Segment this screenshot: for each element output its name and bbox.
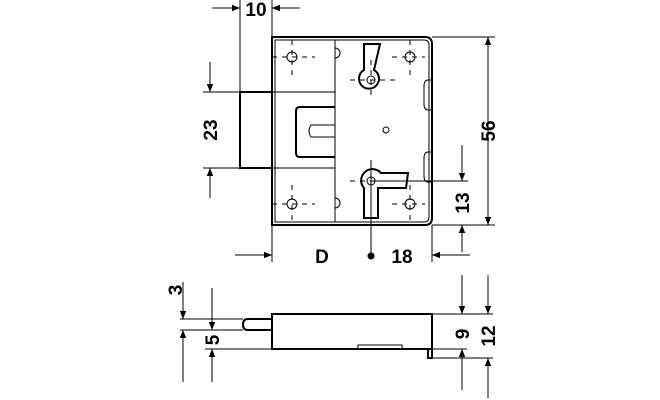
lock-plate [271,36,433,226]
bolt-side [241,318,272,331]
dim-bolt-thickness: 5 [203,334,224,345]
dim-bolt-width: 10 [245,0,266,21]
dim-body-thickness: 9 [453,329,474,340]
screw-holes [272,40,425,222]
dim-bolt-offset: 3 [166,285,187,296]
dim-key-offset: 13 [453,192,474,213]
dim-bolt-height: 23 [201,119,222,140]
bolt [239,91,273,169]
top-view: 10 23 56 13 D 18 [201,0,500,268]
lock-body-side [271,313,433,350]
keyhole-bottom [350,168,410,219]
bolt-slot [295,106,335,158]
key-center-dot [367,252,375,260]
dim-right-offset: 18 [391,247,412,268]
dim-total-thickness: 12 [479,325,500,346]
dim-total-height: 56 [479,120,500,141]
side-view: 3 5 9 12 [166,275,500,398]
keyhole-top [350,43,395,100]
dim-backset: D [315,247,329,268]
